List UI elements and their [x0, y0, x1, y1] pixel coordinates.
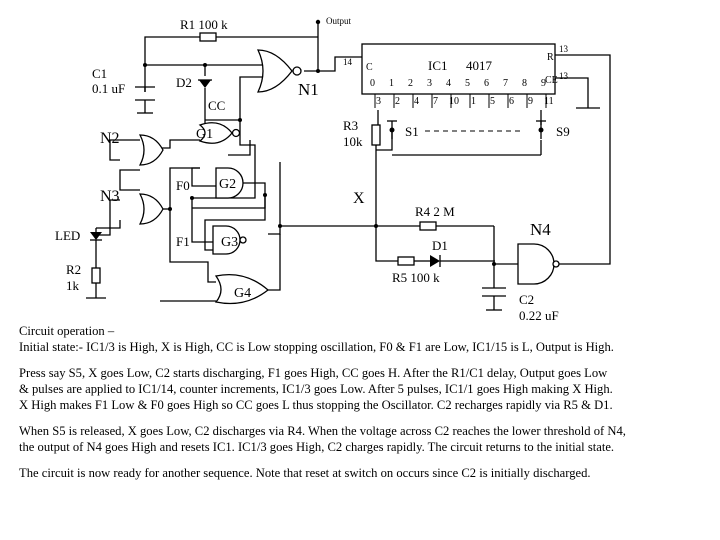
- n1-gate: [256, 49, 302, 93]
- n3-gate: [138, 193, 164, 225]
- notes-initial-state: Initial state:- IC1/3 is High, X is High…: [19, 340, 614, 354]
- r3-name-label: R3: [343, 118, 358, 133]
- g4-label: G4: [234, 286, 251, 301]
- notes-para1-line2: & pulses are applied to IC1/14, counter …: [19, 382, 613, 396]
- ic1-output-4: 4: [446, 78, 451, 89]
- x-node-label: X: [353, 190, 365, 207]
- ic1-output-1: 1: [389, 78, 394, 89]
- ic1-output-5: 5: [465, 78, 470, 89]
- notes-para1-line3: X High makes F1 Low & F0 goes High so CC…: [19, 398, 613, 412]
- ic1-output-9: 9: [541, 78, 546, 89]
- g3-gate: [212, 225, 247, 255]
- r2-name-label: R2: [66, 262, 81, 277]
- circuit-schematic: R1 100 k Output C1 0.1 uF D2 CC N1 IC1 4…: [55, 16, 611, 323]
- ic1-pin-ce: CE: [545, 75, 558, 86]
- wires: [86, 22, 611, 311]
- n2-gate: [138, 134, 164, 166]
- g1-gate: [198, 122, 241, 144]
- ic1-pin-r: R: [547, 52, 554, 63]
- c1-name-label: C1: [92, 66, 107, 81]
- led-diode: [90, 232, 102, 241]
- s1-label: S1: [405, 124, 419, 139]
- ic1-output-8: 8: [522, 78, 527, 89]
- ic1-pin-c: C: [366, 62, 373, 73]
- junction-dots: [143, 19, 496, 266]
- ic1-output-0: 0: [370, 78, 375, 89]
- r4-resistor: [419, 221, 437, 231]
- notes-para1-line1: Press say S5, X goes Low, C2 starts disc…: [19, 366, 608, 380]
- ic1-output-numbers: 0 1 2 3 4 5 6 7 8 9: [370, 78, 546, 89]
- ic1-output-7: 7: [503, 78, 508, 89]
- c2-name-label: C2: [519, 292, 534, 307]
- ic1-pin-4: 4: [414, 96, 419, 107]
- ic1-output-3: 3: [427, 78, 432, 89]
- c2-value-label: 0.22 uF: [519, 308, 559, 323]
- ic1-pin-5: 5: [490, 96, 495, 107]
- c2-capacitor: [482, 287, 506, 297]
- ic1-pin-3: 3: [376, 96, 381, 107]
- r2-value-label: 1k: [66, 278, 80, 293]
- ic1-pin-2: 2: [395, 96, 400, 107]
- n4-label: N4: [530, 220, 551, 239]
- ic1-output-2: 2: [408, 78, 413, 89]
- notes-heading: Circuit operation –: [19, 324, 115, 338]
- n2-label: N2: [100, 130, 120, 147]
- ic1-pin-6: 6: [509, 96, 514, 107]
- g1-label: G1: [196, 127, 213, 142]
- g4-gate: [214, 273, 270, 305]
- d2-label: D2: [176, 75, 192, 90]
- c1-capacitor: [135, 86, 155, 114]
- g3-label: G3: [221, 235, 238, 250]
- s9-switch: [536, 120, 546, 139]
- g2-gate: [215, 167, 244, 199]
- ic1-pin-9: 9: [528, 96, 533, 107]
- ic1-pin-10: 10: [449, 96, 459, 107]
- ic1-pin-13b: 13: [559, 71, 569, 81]
- ic1-label: IC1: [428, 58, 448, 73]
- d1-label: D1: [432, 238, 448, 253]
- ic1-part-label: 4017: [466, 58, 493, 73]
- notes-para2-line2: the output of N4 goes High and resets IC…: [19, 440, 615, 454]
- n4-gate: [517, 243, 560, 285]
- ic1-output-6: 6: [484, 78, 489, 89]
- circuit-description: Circuit operation – Initial state:- IC1/…: [19, 323, 709, 481]
- r4-label: R4 2 M: [415, 204, 455, 219]
- r1-resistor: [199, 32, 217, 42]
- r5-label: R5 100 k: [392, 270, 440, 285]
- n3-label: N3: [100, 188, 120, 205]
- led-label: LED: [55, 228, 80, 243]
- r3-value-label: 10k: [343, 134, 363, 149]
- r1-label: R1 100 k: [180, 17, 228, 32]
- notes-para2-line1: When S5 is released, X goes Low, C2 disc…: [19, 424, 626, 438]
- ic1-pin-1: 1: [471, 96, 476, 107]
- r3-resistor: [371, 124, 381, 146]
- notes-para3: The circuit is now ready for another seq…: [19, 466, 591, 480]
- c1-value-label: 0.1 uF: [92, 81, 125, 96]
- output-label: Output: [326, 16, 352, 26]
- f0-label: F0: [176, 178, 190, 193]
- s9-label: S9: [556, 124, 570, 139]
- d1-diode: [430, 255, 441, 267]
- s1-switch: [387, 120, 397, 139]
- r5-resistor: [397, 256, 415, 266]
- ic1-pin-numbers: 3 2 4 7 10 1 5 6 9 11: [374, 94, 554, 108]
- ic1-pin-13a: 13: [559, 44, 569, 54]
- n1-label: N1: [298, 80, 319, 99]
- r2-resistor: [91, 267, 101, 284]
- ic1-pin-11: 11: [544, 96, 554, 107]
- d2-diode: [198, 79, 212, 88]
- f1-label: F1: [176, 234, 190, 249]
- cc-label: CC: [208, 98, 225, 113]
- ic1-pin-7: 7: [433, 96, 438, 107]
- ic1-body: [361, 43, 556, 95]
- ic1-pin-14: 14: [343, 57, 353, 67]
- g2-label: G2: [219, 177, 236, 192]
